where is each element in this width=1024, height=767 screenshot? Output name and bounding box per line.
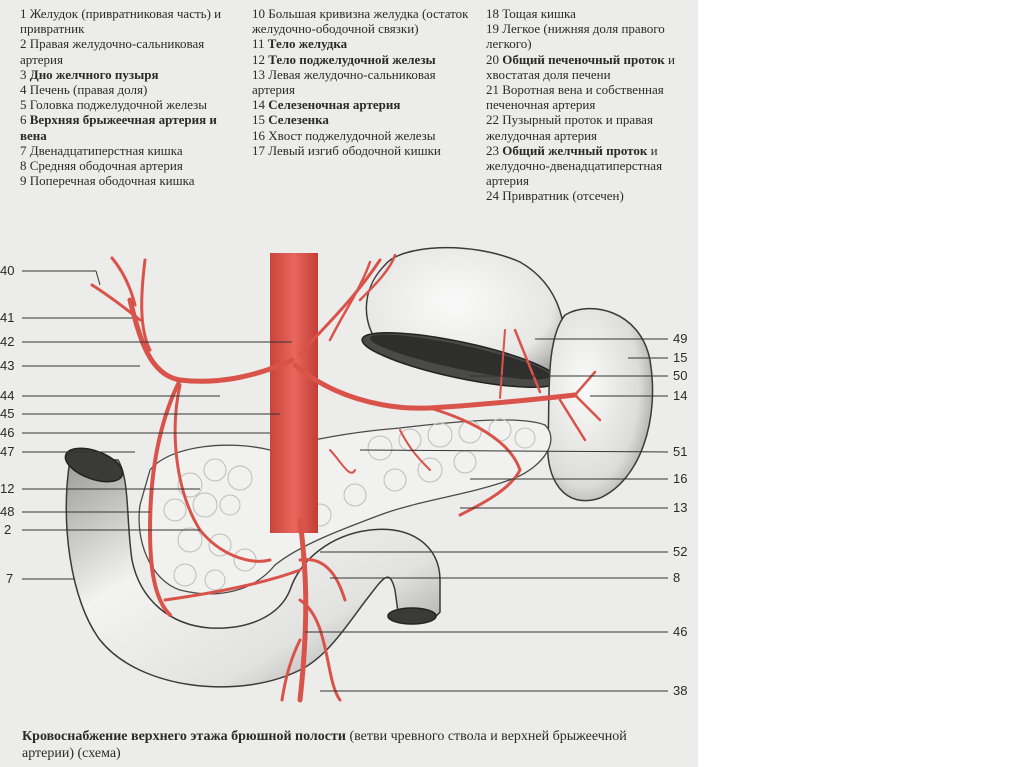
caption-title: Кровоснабжение верхнего этажа брюшной по… (22, 729, 346, 744)
label-right-14: 14 (673, 388, 687, 403)
label-right-51: 51 (673, 444, 687, 459)
label-left-44: 44 (0, 388, 14, 403)
label-right-16: 16 (673, 471, 687, 486)
label-left-2: 2 (4, 522, 11, 537)
aorta (270, 253, 318, 533)
label-left-40: 40 (0, 263, 14, 278)
label-right-49: 49 (673, 331, 687, 346)
label-right-38: 38 (673, 683, 687, 698)
label-left-47: 47 (0, 444, 14, 459)
figure-panel: 1 Желудок (привратниковая часть) и привр… (0, 0, 698, 767)
label-right-8: 8 (673, 570, 680, 585)
label-left-42: 42 (0, 334, 14, 349)
label-left-7: 7 (6, 571, 13, 586)
label-right-13: 13 (673, 500, 687, 515)
label-left-12: 12 (0, 481, 14, 496)
figure-caption: Кровоснабжение верхнего этажа брюшной по… (22, 728, 682, 762)
label-right-52: 52 (673, 544, 687, 559)
label-left-45: 45 (0, 406, 14, 421)
anatomy-illustration (0, 0, 698, 767)
label-left-48: 48 (0, 504, 14, 519)
label-left-43: 43 (0, 358, 14, 373)
label-right-15: 15 (673, 350, 687, 365)
label-left-46: 46 (0, 425, 14, 440)
label-right-50: 50 (673, 368, 687, 383)
label-right-46: 46 (673, 624, 687, 639)
label-left-41: 41 (0, 310, 14, 325)
